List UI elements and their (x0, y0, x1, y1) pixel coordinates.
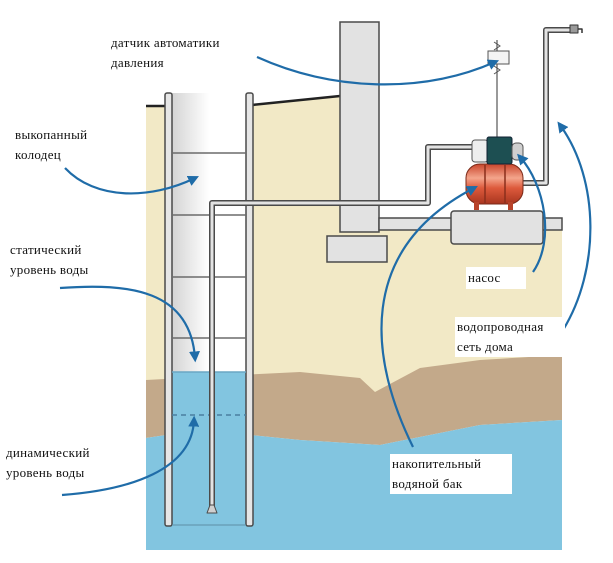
label-pump: насос (466, 267, 526, 289)
arrow-dynamic-level (61, 415, 200, 497)
label-storage-tank: накопительный водяной бак (390, 454, 512, 494)
arrow-house-network (557, 121, 592, 331)
label-dynamic-level: динамический уровень воды (6, 445, 90, 480)
faucet-icon (569, 24, 583, 34)
house-pipe (520, 24, 583, 186)
strainer-foot-valve (206, 504, 218, 514)
well-wall-right (245, 92, 254, 527)
label-pressure-sensor: датчик автоматики давления (111, 35, 220, 70)
arrow-pump (517, 153, 547, 273)
pressure-switch (487, 40, 510, 140)
foundation-footing (326, 235, 388, 263)
pump-motor (486, 136, 513, 165)
storage-tank (465, 163, 524, 205)
label-dug-well: выкопанный колодец (15, 127, 88, 162)
pump-housing (471, 139, 489, 163)
arrow-static-level (59, 285, 200, 363)
annotation-arrows (59, 55, 592, 497)
foundation-wall (339, 21, 380, 233)
arrow-storage-tank (380, 185, 478, 448)
arrow-pressure-sensor (256, 55, 500, 86)
ground-surface-line (146, 94, 341, 108)
pump-station (465, 136, 524, 210)
pump-plinth (450, 210, 544, 245)
suction-pipe (206, 144, 478, 514)
label-static-level: статический уровень воды (10, 242, 89, 277)
well-wall-left (164, 92, 173, 527)
house-foundation (326, 21, 563, 263)
label-house-network: водопроводная сеть дома (455, 317, 565, 357)
arrow-dug-well (64, 167, 199, 195)
